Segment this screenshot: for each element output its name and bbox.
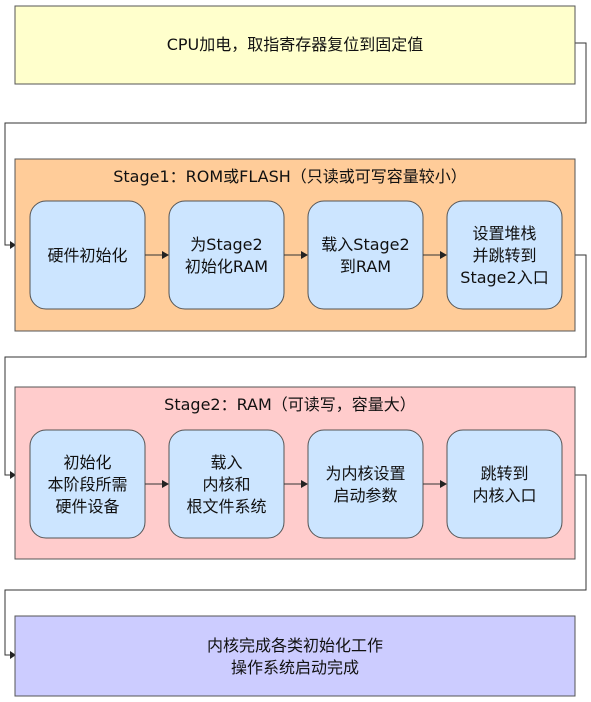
- stage2-block: Stage2：RAM（可读写，容量大） 初始化本阶段所需硬件设备载入内核和根文件…: [14, 386, 576, 560]
- text-line: 为Stage2: [190, 235, 262, 254]
- text-line: 载入: [210, 453, 242, 472]
- stage1-title: Stage1：ROM或FLASH（只读或可写容量较小）: [113, 167, 467, 186]
- arrowhead-bottom-in: [10, 651, 16, 659]
- bottom-box-text: 内核完成各类初始化工作操作系统启动完成: [207, 636, 383, 677]
- stage1-step-3-box: [307, 200, 424, 310]
- text-line: 本阶段所需: [47, 475, 127, 494]
- stage2-arrowhead-3: [440, 480, 447, 488]
- bottom-box: 内核完成各类初始化工作操作系统启动完成: [14, 615, 576, 697]
- text-line: 硬件设备: [55, 497, 119, 516]
- stage1-step-3-label: 载入Stage2 到RAM: [321, 235, 409, 276]
- stage1-step-2-box: [168, 200, 285, 310]
- stage2-step-3-box: [307, 429, 424, 539]
- text-line: 硬件初始化: [47, 246, 127, 265]
- stage1-step-4-box: [446, 200, 563, 310]
- text-line: 操作系统启动完成: [231, 658, 359, 677]
- stage2-step-1-label: 初始化本阶段所需硬件设备: [47, 453, 127, 516]
- stage1-arrowhead-2: [301, 251, 308, 259]
- stage1-steps: 硬件初始化 为Stage2 初始化RAM 载入Stage2 到RAM 设置堆栈并跳转到 St…: [29, 200, 563, 310]
- stage2-step-3-label: 为内核设置启动参数: [325, 464, 405, 505]
- text-line: 初始化RAM: [185, 257, 268, 276]
- arrowhead-stage2-in: [10, 471, 16, 479]
- stage2-step-4-box: [446, 429, 563, 539]
- text-line: 根文件系统: [186, 497, 266, 516]
- text-line: 内核和: [202, 475, 250, 494]
- text-line: 启动参数: [333, 486, 397, 505]
- stage1-step-4-label: 设置堆栈并跳转到 Stage2入口: [460, 224, 548, 287]
- text-line: 跳转到: [480, 464, 528, 483]
- connector-stage2-to-bottom: [4, 474, 587, 656]
- text-line: 为内核设置: [325, 464, 405, 483]
- stage2-step-2-label: 载入内核和根文件系统: [186, 453, 266, 516]
- text-line: 初始化: [63, 453, 111, 472]
- text-line: 到RAM: [340, 257, 391, 276]
- text-line: 内核完成各类初始化工作: [207, 636, 383, 655]
- text-line: CPU加电，取指寄存器复位到固定值: [167, 35, 424, 54]
- top-box-text: CPU加电，取指寄存器复位到固定值: [167, 35, 424, 54]
- text-line: 内核入口: [472, 486, 536, 505]
- connector-top-to-stage1: [4, 42, 587, 246]
- stage2-step-4-label: 跳转到内核入口: [472, 464, 536, 505]
- stage2-title: Stage2：RAM（可读写，容量大）: [164, 395, 416, 414]
- arrowhead-stage1-in: [10, 241, 16, 249]
- stage1-block: Stage1：ROM或FLASH（只读或可写容量较小） 硬件初始化 为Stage2…: [14, 158, 576, 332]
- stage1-arrowhead-1: [162, 251, 169, 259]
- stage1-step-2-label: 为Stage2 初始化RAM: [185, 235, 268, 276]
- stage2-arrowhead-2: [301, 480, 308, 488]
- top-box-rect: [14, 5, 576, 85]
- connector-stage1-to-stage2: [4, 254, 587, 476]
- top-box: CPU加电，取指寄存器复位到固定值: [14, 5, 576, 85]
- stage2-arrowhead-1: [162, 480, 169, 488]
- bottom-box-rect: [14, 615, 576, 697]
- text-line: 设置堆栈: [472, 224, 536, 243]
- text-line: 并跳转到: [472, 246, 536, 265]
- stage1-arrowhead-3: [440, 251, 447, 259]
- text-line: 载入Stage2: [321, 235, 409, 254]
- stage1-step-1-label: 硬件初始化: [47, 246, 127, 265]
- text-line: Stage2入口: [460, 268, 548, 287]
